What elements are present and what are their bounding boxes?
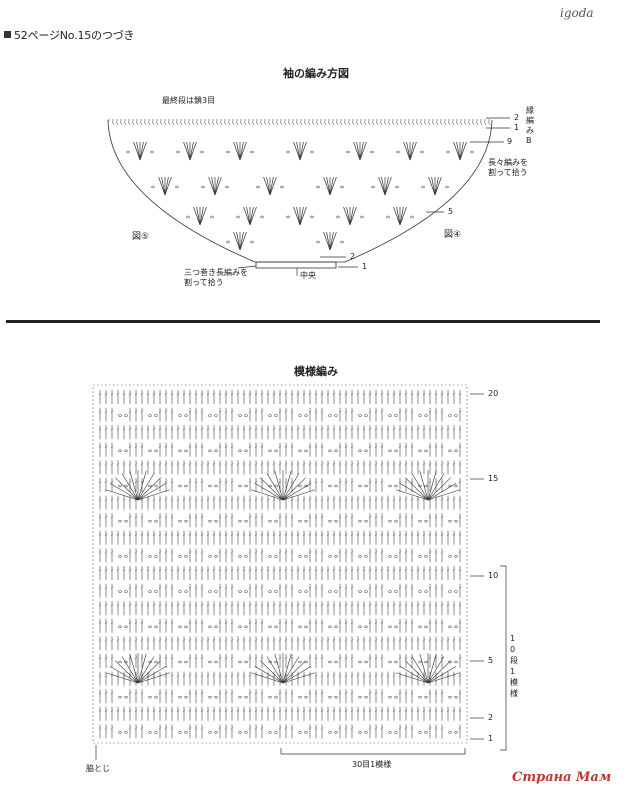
repeat-rows-label: 10段1模様 bbox=[510, 634, 518, 698]
border-label: 縁編みB bbox=[526, 106, 534, 145]
note-left: 三つ巻き長編みを 割って拾う bbox=[184, 268, 248, 287]
side-seam-label: 脇とじ bbox=[86, 764, 110, 773]
section-divider bbox=[6, 320, 600, 323]
sleeve-diagram-title: 袖の編み方図 bbox=[283, 67, 349, 80]
sleeve-row-1: 1 bbox=[514, 123, 520, 132]
sleeve-row-1b: 1 bbox=[362, 262, 368, 271]
pattern-title: 模様編み bbox=[294, 365, 338, 378]
center-label: 中央 bbox=[300, 271, 316, 280]
fig-left: 図⑤ bbox=[132, 232, 150, 242]
watermark: Страна Мам bbox=[512, 770, 612, 785]
pattern-row-5: 5 bbox=[488, 656, 494, 665]
pattern-row-2: 2 bbox=[488, 713, 494, 722]
sleeve-stitch-marks bbox=[111, 120, 491, 251]
repeat-stitches-label: 30目1模様 bbox=[352, 760, 392, 769]
sleeve-row-2b: 2 bbox=[350, 252, 356, 261]
pattern-row-20: 20 bbox=[488, 389, 499, 398]
sleeve-row-9: 9 bbox=[507, 137, 513, 146]
header-bullet-icon bbox=[4, 31, 11, 38]
fig-right: 図④ bbox=[444, 230, 462, 240]
sleeve-row-5: 5 bbox=[448, 207, 454, 216]
note-right: 長々編みを 割って拾う bbox=[488, 158, 528, 177]
brand-logo: igoda bbox=[560, 6, 594, 20]
last-row-note: 最終段は鎖3目 bbox=[162, 96, 216, 105]
header-text: 52ページNo.15のつづき bbox=[14, 29, 135, 42]
pattern-row-1: 1 bbox=[488, 734, 494, 743]
pattern-row-15: 15 bbox=[488, 474, 499, 483]
pattern-row-10: 10 bbox=[488, 571, 499, 580]
page-header: 52ページNo.15のつづき bbox=[4, 27, 134, 43]
sleeve-row-2: 2 bbox=[514, 113, 520, 122]
pattern-stitch-marks bbox=[98, 390, 462, 739]
